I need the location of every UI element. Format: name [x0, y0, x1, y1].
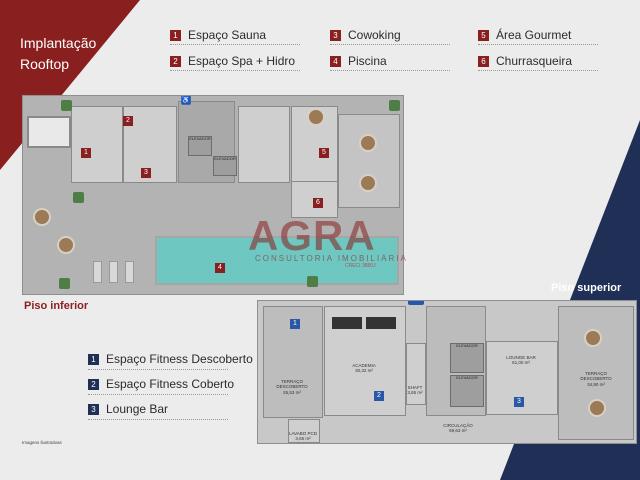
cowoking-room [238, 106, 290, 183]
shaft-room [406, 343, 426, 405]
watermark-subtitle: CONSULTORIA IMOBILIÁRIA [255, 254, 408, 263]
legend-divider [330, 70, 450, 72]
spa-room [71, 106, 123, 183]
lower-floor-label: Piso inferior [24, 300, 89, 312]
title-line-1: Implantação [20, 35, 97, 51]
hot-tub [27, 116, 71, 148]
terraco-left-label: TERRAÇO DESCOBERTO 26,53 m² [276, 379, 308, 395]
plant [389, 100, 400, 111]
academia-label: ACADEMIA 30,32 m² [352, 363, 376, 374]
footnote: Imagens ilustrativas [22, 440, 62, 445]
gym-equipment [332, 317, 362, 329]
terraco-right-label: TERRAÇO DESCOBERTO 34,90 m² [580, 371, 612, 387]
badge-spa: 2 [123, 116, 133, 126]
title-line-2: Rooftop [20, 56, 70, 72]
sun-lounger [125, 261, 134, 283]
badge-fitness-descoberto: 1 [290, 319, 300, 329]
terraco-descoberto-right [558, 306, 634, 440]
legend-divider [478, 70, 598, 72]
badge-piscina: 4 [215, 263, 225, 273]
terrace-table [588, 399, 606, 417]
terrace-table [584, 329, 602, 347]
badge-gourmet: 5 [319, 148, 329, 158]
circulacao-label: CIRCULAÇÃO 59,63 m² [443, 423, 473, 434]
plant [61, 100, 72, 111]
legend-divider [88, 419, 228, 421]
shaft-label: SHAFT 3,65 m² [407, 385, 423, 396]
wheelchair-icon: ♿ [408, 301, 424, 305]
lavabo-pcd [288, 419, 320, 443]
legend-divider [330, 44, 450, 46]
legend-divider [478, 44, 598, 46]
lavabo-label: LAVABO PCD 3,65 m² [288, 431, 318, 442]
watermark-creci: CRECI 3880J [345, 263, 376, 269]
upper-floor-label: Piso superior [551, 282, 622, 294]
elevator-1: ELEVADOR [450, 343, 484, 373]
plant [73, 192, 84, 203]
legend-divider [88, 369, 228, 371]
terrace-table [57, 236, 75, 254]
dining-table [307, 108, 325, 126]
watermark-brand: AGRA [248, 212, 376, 259]
sun-lounger [93, 261, 102, 283]
lounge-table [359, 134, 377, 152]
wheelchair-icon: ♿ [181, 96, 191, 105]
lower-floor-plan: ELEVADOR ELEVADOR 1 2 3 4 5 6 ♿ [22, 95, 404, 295]
plant [59, 278, 70, 289]
badge-churrasqueira: 6 [313, 198, 323, 208]
badge-cowoking: 3 [141, 168, 151, 178]
elevator-1: ELEVADOR [188, 136, 212, 156]
badge-fitness-coberto: 2 [374, 391, 384, 401]
stair-core [178, 101, 235, 183]
elevator-2: ELEVADOR [450, 375, 484, 407]
legend-divider [88, 394, 228, 396]
terrace-table [33, 208, 51, 226]
badge-lounge-bar: 3 [514, 397, 524, 407]
plant [307, 276, 318, 287]
badge-sauna: 1 [81, 148, 91, 158]
upper-floor-plan: TERRAÇO DESCOBERTO 26,53 m² ACADEMIA 30,… [257, 300, 637, 444]
page-title: Implantação Rooftop [20, 33, 96, 75]
sun-lounger [109, 261, 118, 283]
elevator-2: ELEVADOR [213, 156, 237, 176]
lounge-bar-label: LOUNGE BAR 61,00 m² [506, 355, 536, 366]
lounge-deck [338, 114, 400, 208]
gym-equipment [366, 317, 396, 329]
pool [155, 236, 399, 285]
legend-divider [170, 44, 300, 46]
lounge-table [359, 174, 377, 192]
legend-divider [170, 70, 300, 72]
